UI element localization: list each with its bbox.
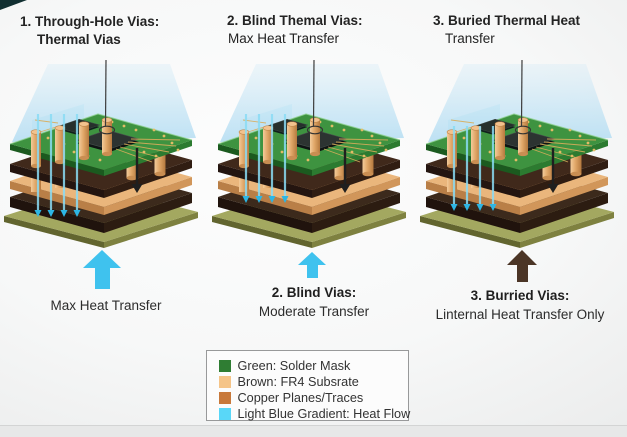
heading-line2: Thermal Vias — [37, 32, 121, 47]
heat-gradient-plane — [428, 64, 612, 142]
corner-decoration — [0, 0, 27, 10]
legend-label: Green: Solder Mask — [237, 359, 351, 373]
green-swatch-icon — [219, 360, 231, 372]
legend-label: Copper Planes/Traces — [237, 391, 364, 405]
label-line: Linternal Heat Transfer Only — [435, 306, 605, 322]
pcb-stack-illustration-buried — [420, 59, 624, 266]
brown-swatch-icon — [219, 376, 231, 388]
legend-item-fr4-substrate: Brown: FR4 Subsrate — [219, 374, 400, 390]
heading-buried-vias: 3. Buried Thermal Heat Transfer — [433, 12, 627, 48]
legend-item-solder-mask: Green: Solder Mask — [219, 358, 400, 374]
heading-line1: 1. Through-Hole Vias: — [20, 14, 160, 29]
legend-label: Brown: FR4 Subsrate — [237, 375, 359, 389]
heat-gradient-plane — [220, 64, 404, 142]
arrow-head — [298, 252, 326, 265]
legend-box: Green: Solder Mask Brown: FR4 Subsrate C… — [206, 350, 410, 422]
heading-line1: 3. Buried Thermal Heat — [433, 13, 581, 28]
arrow-stem — [516, 265, 528, 282]
label-bold-line: 2. Blind Vias: — [271, 285, 357, 300]
legend-item-heat-flow: Light Blue Gradient: Heat Flow — [219, 406, 410, 422]
label-bold-line: 3. Burried Vias: — [470, 288, 570, 303]
heading-line2: Max Heat Transfer — [228, 31, 340, 46]
heat-arrow-up-icon — [83, 250, 121, 289]
arrow-head — [83, 250, 121, 268]
label-blind-vias: 2. Blind Vias: Moderate Transfer — [212, 284, 416, 321]
lightblue-swatch-icon — [219, 408, 231, 420]
bottom-edge-strip — [0, 425, 627, 437]
label-buried-vias: 3. Burried Vias: Linternal Heat Transfer… — [408, 287, 627, 324]
heat-gradient-plane — [12, 64, 196, 142]
arrow-head — [507, 250, 537, 265]
arrow-stem — [306, 265, 318, 278]
arrow-stem — [94, 268, 110, 289]
label-max-heat-transfer: Max Heat Transfer — [4, 297, 208, 316]
heat-arrow-up-icon — [298, 252, 326, 278]
heat-arrow-up-icon — [507, 250, 537, 282]
heading-blind-vias: 2. Blind Themal Vias: Max Heat Transfer — [227, 12, 427, 48]
label-line: Moderate Transfer — [258, 303, 370, 319]
legend-item-copper-planes: Copper Planes/Traces — [219, 390, 400, 406]
heading-line1: 2. Blind Themal Vias: — [227, 13, 363, 28]
label-line: Max Heat Transfer — [50, 298, 162, 313]
heading-through-hole-vias: 1. Through-Hole Vias: Thermal Vias — [20, 13, 220, 49]
pcb-stack-illustration-blind — [212, 59, 416, 266]
copper-swatch-icon — [219, 392, 231, 404]
heading-line2: Transfer — [445, 31, 495, 46]
pcb-stack-illustration-through-hole — [4, 59, 208, 266]
legend-label: Light Blue Gradient: Heat Flow — [237, 407, 411, 421]
